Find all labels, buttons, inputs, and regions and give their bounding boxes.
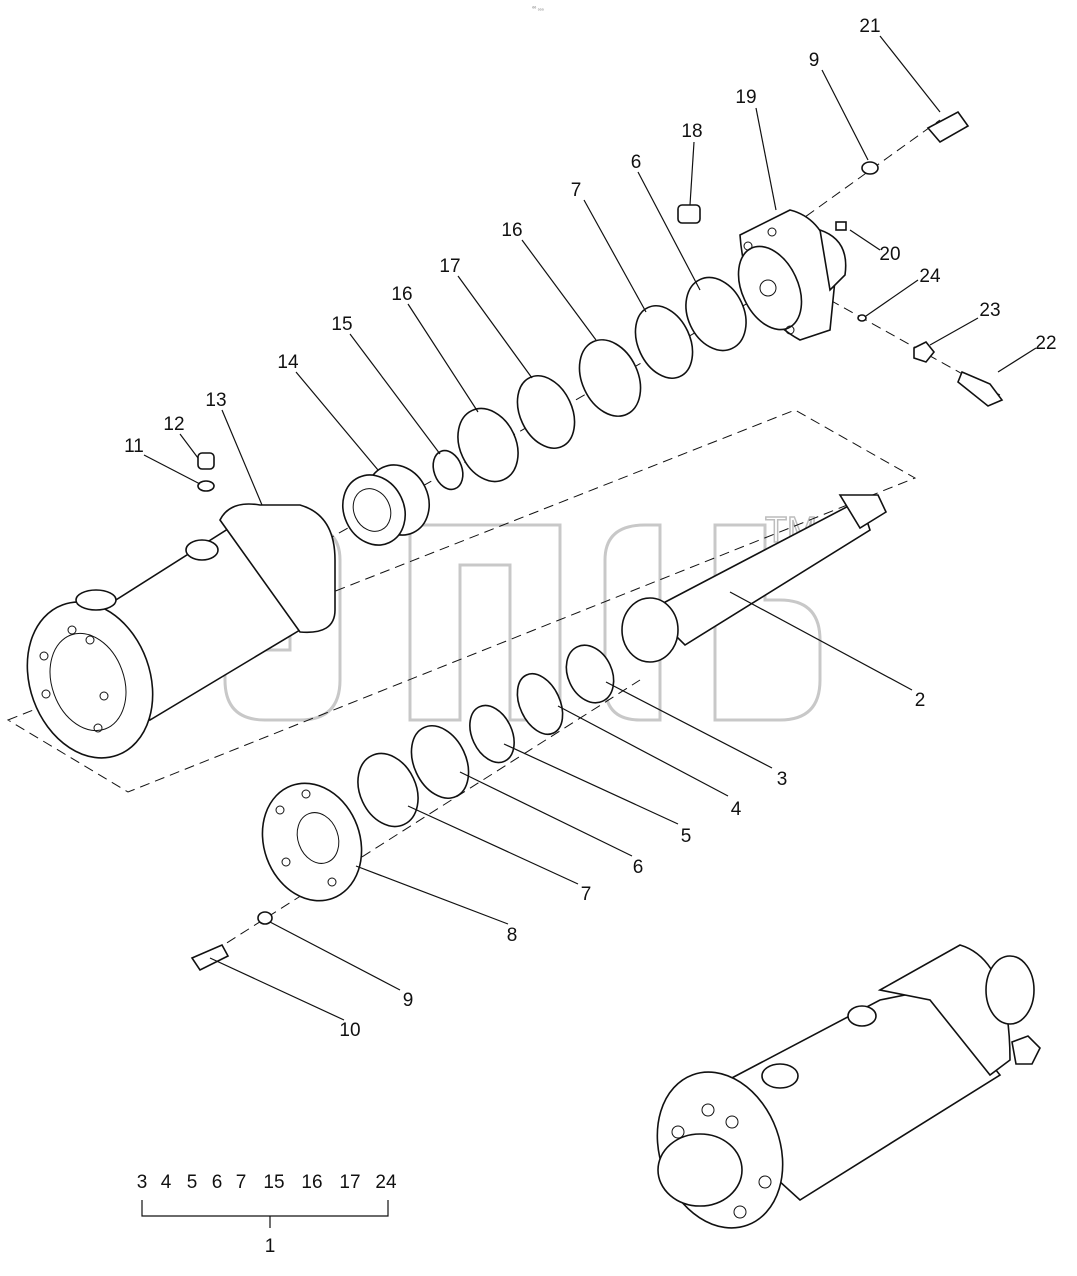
kit-item: 7 bbox=[236, 1172, 247, 1193]
callout-11: 11 bbox=[124, 436, 144, 457]
cap-bolt-parts bbox=[861, 110, 970, 175]
kit-bracket: 3 4 5 6 7 15 16 17 24 1 bbox=[137, 1172, 397, 1257]
rod-group-outline bbox=[6, 409, 917, 793]
piston-rod-part bbox=[621, 494, 888, 663]
cylinder-barrel-part bbox=[26, 503, 336, 759]
gland-flange-part bbox=[261, 782, 363, 902]
callout-20: 20 bbox=[879, 244, 900, 265]
kit-assembly-number: 1 bbox=[265, 1236, 276, 1257]
callout-14: 14 bbox=[277, 352, 299, 373]
callout-5: 5 bbox=[681, 826, 692, 847]
callout-8: 8 bbox=[507, 925, 518, 946]
kit-item: 6 bbox=[212, 1172, 223, 1193]
callout-17: 17 bbox=[439, 256, 460, 277]
header-mark: ⁰⁰ ₀₀₀ bbox=[532, 6, 544, 12]
callout-4: 4 bbox=[731, 799, 742, 820]
seal-rings-lower bbox=[357, 644, 615, 828]
rear-cap-part bbox=[677, 204, 847, 341]
kit-item: 24 bbox=[375, 1172, 397, 1193]
seal-rings-upper bbox=[432, 276, 747, 491]
watermark-logo: TM bbox=[223, 508, 822, 722]
upper-bolt-axis bbox=[779, 119, 941, 236]
callout-7-bottom: 7 bbox=[581, 884, 592, 905]
callout-18: 18 bbox=[681, 121, 702, 142]
kit-bracket-line bbox=[141, 1200, 389, 1217]
kit-item: 4 bbox=[161, 1172, 172, 1193]
side-bolt-parts bbox=[857, 314, 1004, 407]
callout-6-bottom: 6 bbox=[633, 857, 644, 878]
kit-item: 16 bbox=[301, 1172, 322, 1193]
callout-13: 13 bbox=[205, 390, 226, 411]
flange-bolt-parts bbox=[190, 911, 273, 972]
callout-23: 23 bbox=[979, 300, 1000, 321]
callout-12: 12 bbox=[163, 414, 184, 435]
fitting-parts bbox=[197, 452, 215, 492]
kit-item: 17 bbox=[339, 1172, 360, 1193]
callout-7-top: 7 bbox=[571, 180, 582, 201]
callout-3: 3 bbox=[777, 769, 788, 790]
callout-9-bottom: 9 bbox=[403, 990, 414, 1011]
callout-19: 19 bbox=[735, 87, 756, 108]
piston-part bbox=[342, 464, 430, 546]
kit-item: 3 bbox=[137, 1172, 148, 1193]
callout-2: 2 bbox=[915, 690, 926, 711]
callout-10: 10 bbox=[339, 1020, 360, 1041]
callout-22: 22 bbox=[1035, 333, 1056, 354]
callout-9-top: 9 bbox=[809, 50, 820, 71]
callout-labels: 21 9 19 18 6 7 16 17 16 15 14 13 12 11 2… bbox=[124, 16, 1056, 1041]
lower-axis-line bbox=[199, 679, 641, 961]
callout-6-top: 6 bbox=[631, 152, 642, 173]
callout-16-mid: 16 bbox=[391, 284, 412, 305]
leader-lines bbox=[143, 35, 1037, 1021]
callout-16-top: 16 bbox=[501, 220, 522, 241]
callout-24-right: 24 bbox=[919, 266, 941, 287]
kit-item: 15 bbox=[263, 1172, 284, 1193]
assembled-cylinder-view bbox=[656, 944, 1041, 1229]
callout-21-top: 21 bbox=[859, 16, 880, 37]
kit-item: 5 bbox=[187, 1172, 198, 1193]
callout-15: 15 bbox=[331, 314, 352, 335]
